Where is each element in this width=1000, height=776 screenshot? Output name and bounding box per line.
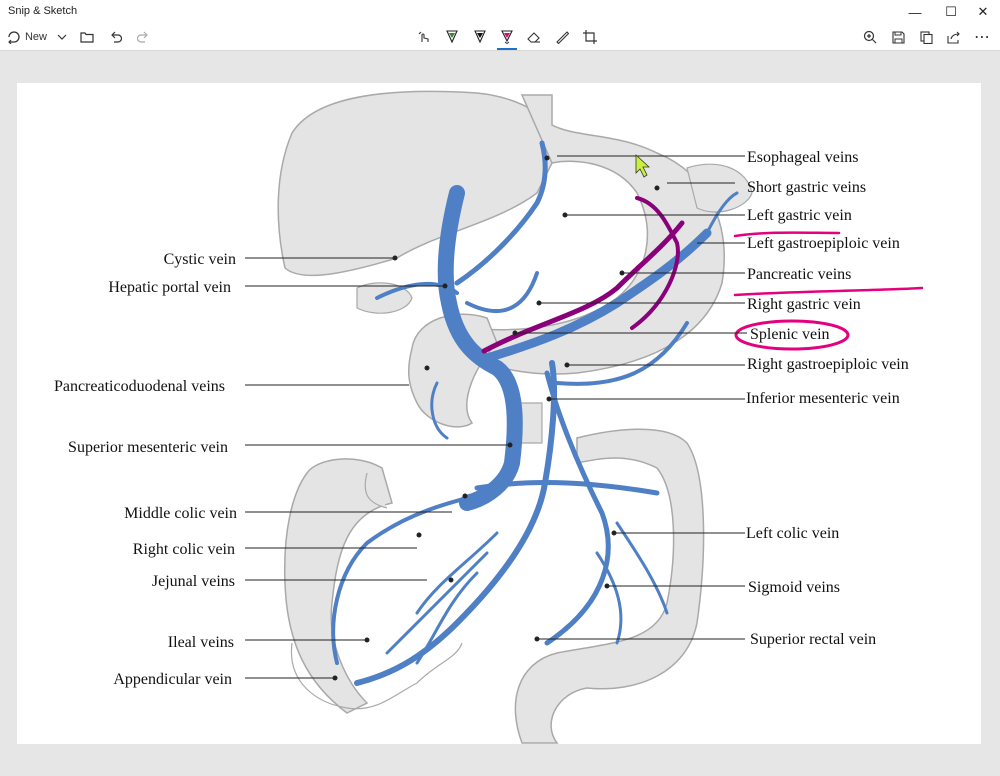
new-snip-label: New xyxy=(24,31,47,43)
jejunal-ileal-paths xyxy=(385,531,499,665)
right-gastric-path xyxy=(465,271,539,314)
undo-icon xyxy=(109,31,122,43)
gastroepiploic-path xyxy=(555,321,689,386)
portal-trunk xyxy=(437,185,523,511)
cursor-icon xyxy=(635,154,651,178)
splenic-vein-highlight xyxy=(481,220,685,354)
copy-button[interactable] xyxy=(914,24,938,50)
touch-writing-icon xyxy=(417,30,431,44)
superior-mesenteric-branches xyxy=(354,360,557,686)
share-icon xyxy=(947,31,961,44)
left-gastric-path xyxy=(454,140,548,286)
label-sigmoid-veins: Sigmoid veins xyxy=(748,579,840,596)
label-inferior-mesenteric-vein: Inferior mesenteric vein xyxy=(746,390,900,407)
hepatic-portal-system-diagram: Cystic vein Hepatic portal vein Pancreat… xyxy=(54,90,924,744)
minimize-button[interactable]: — xyxy=(908,4,922,20)
short-gastric-strikethrough xyxy=(733,231,841,238)
highlighter-pink-icon xyxy=(501,30,513,44)
title-bar: Snip & Sketch — ☐ ✕ xyxy=(0,0,1000,24)
label-appendicular-vein: Appendicular vein xyxy=(113,671,232,688)
pencil-button[interactable] xyxy=(468,24,492,50)
label-middle-colic-vein: Middle colic vein xyxy=(124,505,237,522)
copy-icon xyxy=(919,30,933,44)
label-right-gastric-vein: Right gastric vein xyxy=(747,296,861,313)
highlighter-annotations xyxy=(481,196,924,354)
inferior-mesenteric-path xyxy=(544,370,611,646)
more-icon: ⋯ xyxy=(974,29,990,46)
label-hepatic-portal-vein: Hepatic portal vein xyxy=(108,279,231,296)
label-superior-mesenteric-vein: Superior mesenteric vein xyxy=(68,439,228,456)
label-left-gastroepiploic-vein: Left gastroepiploic vein xyxy=(747,235,900,252)
highlighter-button[interactable] xyxy=(494,24,520,50)
leader-lines xyxy=(245,155,747,681)
crop-icon xyxy=(583,30,597,44)
app-title: Snip & Sketch xyxy=(8,5,78,17)
left-labels: Cystic vein Hepatic portal vein Pancreat… xyxy=(54,251,237,688)
save-icon xyxy=(891,30,905,44)
splenic-vein-circle xyxy=(734,319,850,351)
liver xyxy=(277,90,563,314)
share-button[interactable] xyxy=(942,24,966,50)
intestines xyxy=(283,428,705,744)
toolbar: New ⋯ xyxy=(0,24,1000,51)
folder-icon xyxy=(80,31,94,43)
new-snip-button[interactable]: New xyxy=(6,24,48,50)
zoom-button[interactable] xyxy=(858,24,882,50)
label-esophageal-veins: Esophageal veins xyxy=(747,149,859,166)
zoom-icon xyxy=(863,30,877,44)
label-cystic-vein: Cystic vein xyxy=(164,251,236,268)
gastroepiploic-highlight xyxy=(630,196,680,330)
eraser-button[interactable] xyxy=(522,24,546,50)
label-left-gastric-vein: Left gastric vein xyxy=(747,207,852,224)
right-colic-path xyxy=(331,491,489,665)
chevron-down-icon xyxy=(57,34,67,40)
touch-writing-button[interactable] xyxy=(412,24,436,50)
label-right-gastroepiploic-vein: Right gastroepiploic vein xyxy=(747,356,909,373)
pen-green-icon xyxy=(446,30,458,44)
label-short-gastric-veins: Short gastric veins xyxy=(747,179,866,196)
new-snip-icon xyxy=(7,30,21,44)
pancreaticoduodenal-path xyxy=(430,381,449,440)
redo-button[interactable] xyxy=(132,24,154,50)
new-snip-options-button[interactable] xyxy=(54,24,70,50)
snipped-image: Cystic vein Hepatic portal vein Pancreat… xyxy=(17,83,981,744)
label-superior-rectal-vein: Superior rectal vein xyxy=(750,631,876,648)
active-tool-indicator xyxy=(497,48,517,50)
left-gastroepiploic-strikethrough xyxy=(733,286,924,297)
redo-icon xyxy=(136,31,150,43)
close-button[interactable]: ✕ xyxy=(977,4,989,19)
canvas-area: Cystic vein Hepatic portal vein Pancreat… xyxy=(0,51,1000,776)
middle-colic-path xyxy=(474,480,660,496)
ruler-button[interactable] xyxy=(550,24,574,50)
pen-black-icon xyxy=(474,30,486,44)
ruler-icon xyxy=(555,30,569,44)
cystic-path xyxy=(375,281,459,300)
label-jejunal-veins: Jejunal veins xyxy=(152,573,235,590)
label-splenic-vein: Splenic vein xyxy=(750,326,830,343)
save-button[interactable] xyxy=(886,24,910,50)
right-labels: Esophageal veins Short gastric veins Lef… xyxy=(746,149,909,648)
maximize-button[interactable]: ☐ xyxy=(945,4,957,19)
eraser-icon xyxy=(527,31,541,43)
undo-button[interactable] xyxy=(104,24,126,50)
ballpoint-pen-button[interactable] xyxy=(440,24,464,50)
label-pancreaticoduodenal-veins: Pancreaticoduodenal veins xyxy=(54,378,225,395)
more-options-button[interactable]: ⋯ xyxy=(970,24,994,50)
label-left-colic-vein: Left colic vein xyxy=(746,525,839,542)
short-gastric-path xyxy=(705,191,739,235)
open-file-button[interactable] xyxy=(76,24,98,50)
crop-button[interactable] xyxy=(578,24,602,50)
label-ileal-veins: Ileal veins xyxy=(168,634,234,651)
label-right-colic-vein: Right colic vein xyxy=(133,541,235,558)
label-pancreatic-veins: Pancreatic veins xyxy=(747,266,851,283)
